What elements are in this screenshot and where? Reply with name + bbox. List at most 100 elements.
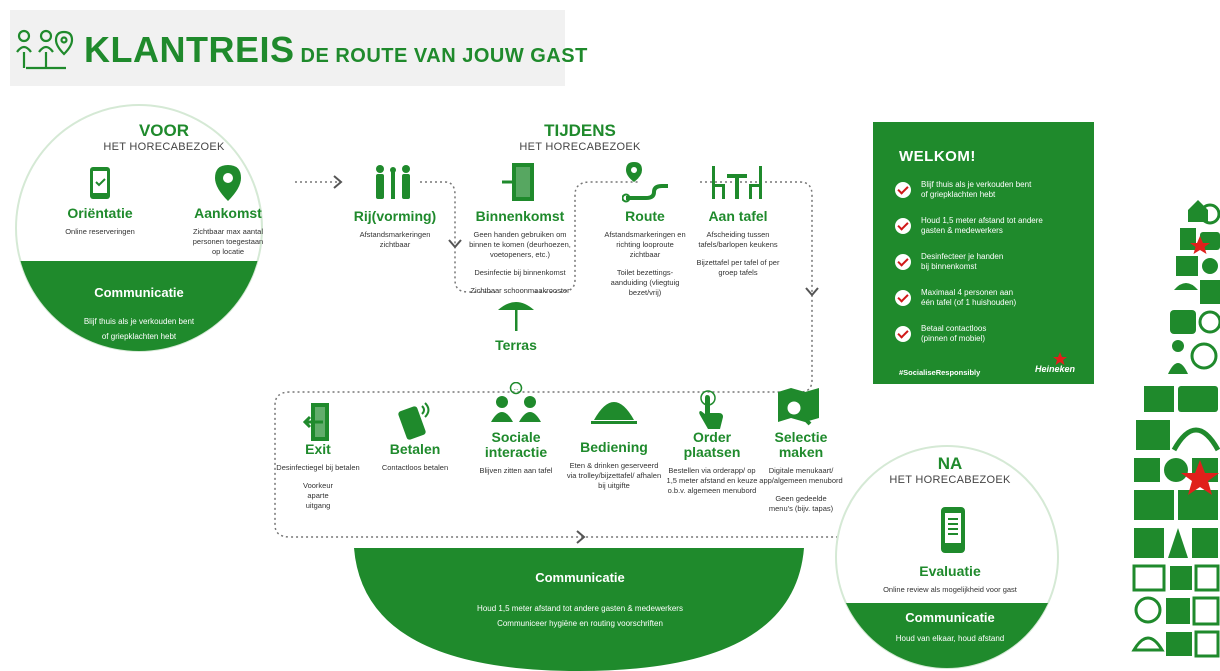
welkom-item-line: gasten & medewerkers [921, 226, 1003, 235]
welkom-item-line: (pinnen of mobiel) [921, 334, 986, 343]
welkom-item-line: één tafel (of 1 huishouden) [921, 298, 1017, 307]
step-desc-2: Toilet bezettings-aanduiding (vliegtuig … [610, 268, 680, 297]
communicatie-title: Communicatie [94, 285, 184, 300]
red-star-icon [1053, 352, 1067, 365]
phone-check-icon [90, 167, 110, 199]
step-exit: Exit Desinfectiegel bij betalen Voorkeur… [270, 442, 366, 511]
tijdens-communicatie-shape [354, 548, 804, 671]
door-exit-icon [303, 403, 329, 441]
contactless-card-icon [398, 402, 430, 440]
hashtag: #SocialiseResponsibly [899, 368, 981, 377]
welkom-item-line: Houd 1,5 meter afstand tot andere [921, 216, 1043, 225]
step-label-2: maken [778, 444, 824, 460]
map-search-icon [778, 388, 819, 426]
voor-title: VOOR [138, 121, 190, 140]
communicatie-text: of griepklachten hebt [101, 332, 177, 341]
welkom-item-line: of griepklachten hebt [921, 190, 996, 199]
step-rijvorming: Rij(vorming) Afstandsmarkeringen zichtba… [340, 209, 450, 250]
svg-text:...: ... [513, 386, 518, 392]
step-desc: Afscheiding tussen tafels/barlopen keuke… [698, 230, 778, 249]
step-label-1: Selectie [774, 429, 828, 445]
step-desc-2: Desinfectie bij binnenkomst [474, 268, 566, 277]
step-aan-tafel: Aan tafel Afscheiding tussen tafels/barl… [688, 209, 788, 278]
welkom-item-line: bij binnenkomst [921, 262, 977, 271]
check-icon [895, 326, 911, 342]
queue-icon [376, 165, 410, 199]
step-desc: Zichtbaar max aantal personen toegestaan… [192, 227, 264, 256]
tap-hand-icon [699, 390, 723, 429]
step-desc: Contactloos betalen [381, 463, 449, 472]
step-desc: Eten & drinken geserveerd via trolley/bi… [566, 461, 662, 490]
step-label-1: Order [692, 429, 732, 445]
na-communicatie: Communicatie Houd van elkaar, houd afsta… [870, 610, 1030, 646]
tijdens-subtitle: HET HORECABEZOEK [519, 141, 641, 153]
step-desc-2: Bijzettafel per tafel of per groep tafel… [696, 258, 780, 277]
step-aankomst: Aankomst Zichtbaar max aantal personen t… [178, 206, 278, 257]
welkom-panel: WELKOM! Blijf thuis als je verkouden ben… [873, 122, 1094, 384]
step-label-1: Sociale [491, 429, 541, 445]
step-label: Bediening [580, 439, 648, 455]
tijdens-communicatie: Communicatie Houd 1,5 meter afstand tot … [380, 570, 780, 631]
cloche-icon [591, 402, 637, 424]
step-order-plaatsen: Order plaatsen Bestellen via orderapp/ o… [664, 430, 760, 496]
welkom-item-line: Blijf thuis als je verkouden bent [921, 180, 1032, 189]
step-label: Binnenkomst [475, 208, 565, 224]
step-desc: Afstandsmarkeringen en richting looprout… [604, 230, 686, 259]
communicatie-title: Communicatie [535, 570, 625, 585]
step-bediening: Bediening Eten & drinken geserveerd via … [566, 440, 662, 491]
step-desc: Online review als mogelijkheid voor gast [883, 585, 1017, 594]
step-binnenkomst: Binnenkomst Geen handen gebruiken om bin… [465, 209, 575, 296]
route-icon [622, 162, 668, 203]
check-icon [895, 218, 911, 234]
header-band [10, 10, 565, 86]
na-subtitle: HET HORECABEZOEK [889, 474, 1011, 486]
door-enter-icon [502, 163, 534, 201]
phone-list-icon [941, 507, 965, 553]
step-betalen: Betalen Contactloos betalen [372, 442, 458, 473]
table-chairs-icon [712, 166, 762, 199]
step-desc: Geen handen gebruiken om binnen te komen… [469, 230, 571, 259]
na-title: NA [937, 454, 963, 473]
icon-collage [1131, 200, 1220, 658]
welkom-item: Betaal contactloos(pinnen of mobiel) [895, 324, 1085, 354]
step-label: Evaluatie [919, 563, 981, 579]
voor-subtitle: HET HORECABEZOEK [103, 141, 225, 153]
na-circle [835, 445, 1059, 669]
title-main: KLANTREIS [84, 29, 295, 70]
location-pin-icon [215, 165, 241, 201]
voor-circle [15, 104, 263, 352]
step-label: Exit [305, 441, 331, 457]
step-desc-2: Geen gedeelde menu's (bijv. tapas) [768, 494, 834, 513]
step-label-2: plaatsen [683, 444, 741, 460]
step-route: Route Afstandsmarkeringen en richting lo… [590, 209, 700, 298]
step-orientatie: Oriëntatie Online reserveringen [50, 206, 150, 237]
step-label: Betalen [389, 441, 441, 457]
communicatie-text: Blijf thuis als je verkouden bent [83, 317, 195, 326]
welkom-item-line: Maximaal 4 personen aan [921, 288, 1014, 297]
step-desc: Blijven zitten aan tafel [479, 466, 553, 475]
step-label-2: interactie [484, 444, 548, 460]
step-label: Aankomst [194, 205, 262, 221]
step-sociale-interactie: Sociale interactie Blijven zitten aan ta… [466, 430, 566, 476]
step-selectie-maken: Selectie maken Digitale menukaart/ app/a… [752, 430, 850, 514]
step-desc-3: Zichtbaar schoonmaakrooster [470, 286, 570, 295]
journey-people-icon [16, 29, 74, 70]
step-terras: Terras [476, 338, 556, 353]
step-label: Rij(vorming) [353, 208, 437, 224]
step-evaluatie: Evaluatie Online review als mogelijkheid… [860, 564, 1040, 595]
welkom-item-line: Betaal contactloos [921, 324, 987, 333]
step-desc: Bestellen via orderapp/ op 1,5 meter afs… [666, 466, 758, 495]
welkom-item-line: Desinfecteer je handen [921, 252, 1004, 261]
check-icon [895, 182, 911, 198]
check-icon [895, 290, 911, 306]
step-label: Terras [495, 337, 537, 353]
tijdens-title: TIJDENS [544, 121, 616, 140]
step-desc: Online reserveringen [65, 227, 135, 236]
communicatie-text: Houd van elkaar, houd afstand [895, 634, 1005, 643]
welkom-title: WELKOM! [899, 148, 976, 165]
step-desc: Afstandsmarkeringen zichtbaar [359, 230, 431, 249]
